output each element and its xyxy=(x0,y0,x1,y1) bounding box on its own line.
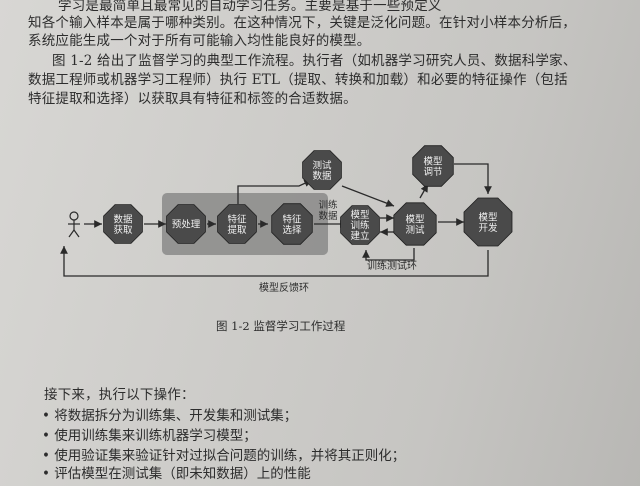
arrow-tune-to-dev xyxy=(454,163,492,194)
feedback-loop-label: 模型反馈环 xyxy=(259,281,309,294)
figure-caption: 图 1-2 监督学习工作过程 xyxy=(216,319,346,333)
bullet-text-3: 使用验证集来验证针对过拟合问题的训练，并将其正则化； xyxy=(54,448,406,464)
node-model-tune-label: 调节 xyxy=(423,167,442,178)
node-model-test-label: 模型 xyxy=(405,213,425,225)
node-model-dev-label: 开发 xyxy=(478,222,498,234)
node-preprocess xyxy=(166,204,206,244)
para-main-line-2: 数据工程师或机器学习工程师）执行 ETL（提取、转换和加载）和必要的特征操作（包… xyxy=(28,72,568,88)
para-top-line-1: 学习是最简单且最常见的自动学习任务。主要是基于一些预定义 xyxy=(58,0,442,14)
node-feature-extract xyxy=(217,204,257,244)
node-model-dev xyxy=(463,197,513,247)
train-test-loop-arrow xyxy=(362,248,415,261)
bullet-text-2: 使用训练集来训练机器学习模型； xyxy=(54,428,257,444)
node-train-model-label: 模型 xyxy=(350,209,370,221)
bullet-item-1: • 将数据拆分为训练集、开发集和测试集； xyxy=(42,408,298,424)
node-test-data xyxy=(302,150,342,190)
node-train-model-label: 训练 xyxy=(350,220,370,232)
node-model-tune xyxy=(412,145,454,187)
node-model-tune-label: 模型 xyxy=(423,155,443,167)
node-feature-extract-label: 提取 xyxy=(227,224,247,236)
node-test-data-label: 测试 xyxy=(312,159,332,171)
para-main-line-3: 特征提取和选择）以获取具有特征和标签的合适数据。 xyxy=(28,91,357,107)
train-test-loop-label: 训练测试环 xyxy=(367,259,417,272)
para-main-line-1: 图 1-2 给出了监督学习的典型工作流程。执行者（如机器学习研究人员、数据科学家… xyxy=(52,53,577,69)
train-data-label: 训练数据 xyxy=(318,199,338,222)
para-top-line-3: 系统应能生成一个对于所有可能输入均性能良好的模型。 xyxy=(28,33,371,49)
node-data-acquire-label: 获取 xyxy=(113,225,133,236)
bullet-text-1: 将数据拆分为训练集、开发集和测试集； xyxy=(54,408,298,424)
node-preprocess-label: 预处理 xyxy=(172,219,201,231)
bullet-text-4: 评估模型在测试集（即未知数据）上的性能 xyxy=(54,466,311,482)
feedback-loop-arrow xyxy=(60,246,489,277)
node-model-test xyxy=(393,202,437,246)
node-feature-select-label: 选择 xyxy=(282,224,302,236)
node-train-model-label: 建立 xyxy=(350,230,369,242)
node-feature-select xyxy=(271,203,313,245)
node-test-data-label: 数据 xyxy=(312,170,332,182)
node-data-acquire-label: 数据 xyxy=(113,213,133,225)
bullet-item-4: • 评估模型在测试集（即未知数据）上的性能 xyxy=(42,466,311,482)
node-train-model xyxy=(340,205,380,245)
node-model-dev-label: 模型 xyxy=(478,211,498,223)
arrow-testdata-to-test xyxy=(341,185,395,207)
node-model-test-label: 测试 xyxy=(405,224,425,236)
user-icon xyxy=(68,211,80,238)
node-feature-select-label: 特征 xyxy=(282,213,302,225)
node-data-acquire xyxy=(103,204,143,244)
bullet-item-2: • 使用训练集来训练机器学习模型； xyxy=(42,428,257,444)
arrow-extract-to-testdata xyxy=(237,179,313,204)
para-top-line-2: 知各个输入样本是属于哪种类别。在这种情况下，关键是泛化问题。在针对小样本分析后， xyxy=(28,15,576,31)
intro-line: 接下来，执行以下操作： xyxy=(44,387,195,403)
bullet-item-3: • 使用验证集来验证针对过拟合问题的训练，并将其正则化； xyxy=(42,448,406,464)
node-feature-extract-label: 特征 xyxy=(227,213,247,225)
